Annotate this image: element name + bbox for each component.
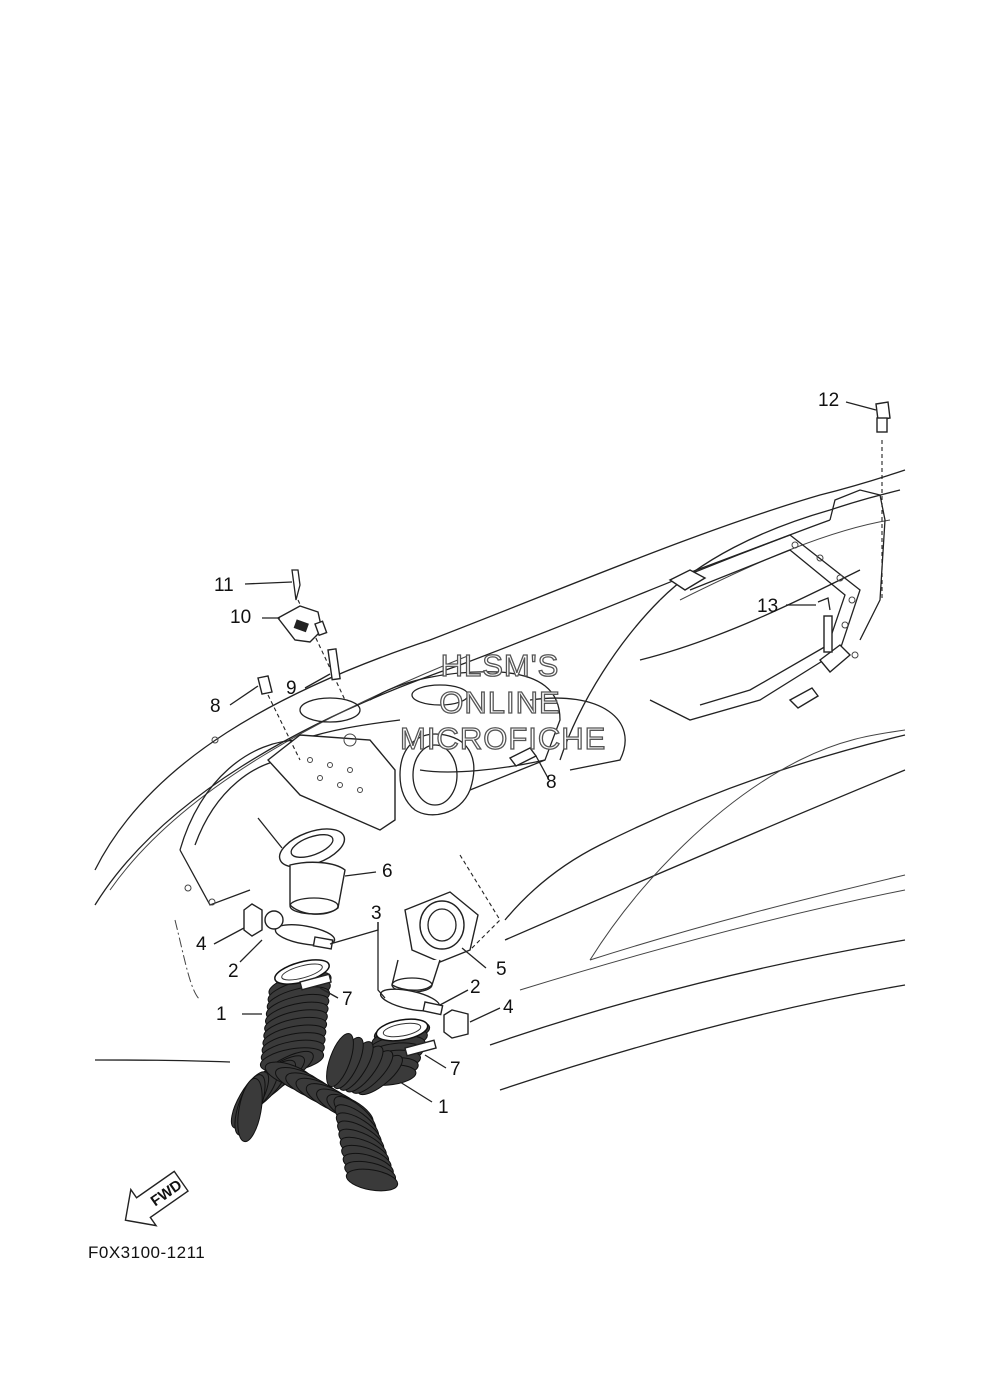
callout-1: 1 [216, 1004, 227, 1025]
part-1-corrugated-hoses [230, 959, 431, 1192]
callout-12: 12 [818, 390, 840, 411]
part-7-clamps [299, 973, 437, 1057]
callout-6: 6 [382, 861, 393, 882]
callout-9: 9 [286, 678, 297, 699]
watermark: HLSM'S ONLINE MICROFICHE [399, 647, 607, 758]
callout-7: 7 [450, 1059, 461, 1080]
leader-lines [213, 401, 877, 1103]
seat-tray-region [649, 534, 861, 721]
watermark-line-2: ONLINE [439, 684, 561, 720]
watermark-line-1: HLSM'S [440, 647, 560, 683]
callout-8: 8 [546, 772, 557, 793]
callout-3: 3 [371, 903, 382, 924]
fwd-arrow-icon: FWD [124, 1170, 189, 1227]
callout-2: 2 [228, 961, 239, 982]
callout-4: 4 [503, 997, 514, 1018]
callout-4: 4 [196, 934, 207, 955]
callout-13: 13 [757, 596, 779, 617]
part-6-intake-duct [257, 817, 346, 915]
callout-8: 8 [210, 696, 221, 717]
callout-1: 1 [438, 1097, 449, 1118]
callout-7: 7 [342, 989, 353, 1010]
callout-5: 5 [496, 959, 507, 980]
diagram-code: F0X3100-1211 [88, 1243, 206, 1262]
fasteners-and-fittings [257, 401, 891, 767]
clamps-and-clips [243, 903, 469, 1039]
callout-11: 11 [214, 575, 234, 596]
part-5-intake-duct [391, 854, 501, 993]
callout-10: 10 [230, 607, 252, 628]
callout-2: 2 [470, 977, 481, 998]
watermark-line-3: MICROFICHE [399, 721, 607, 757]
